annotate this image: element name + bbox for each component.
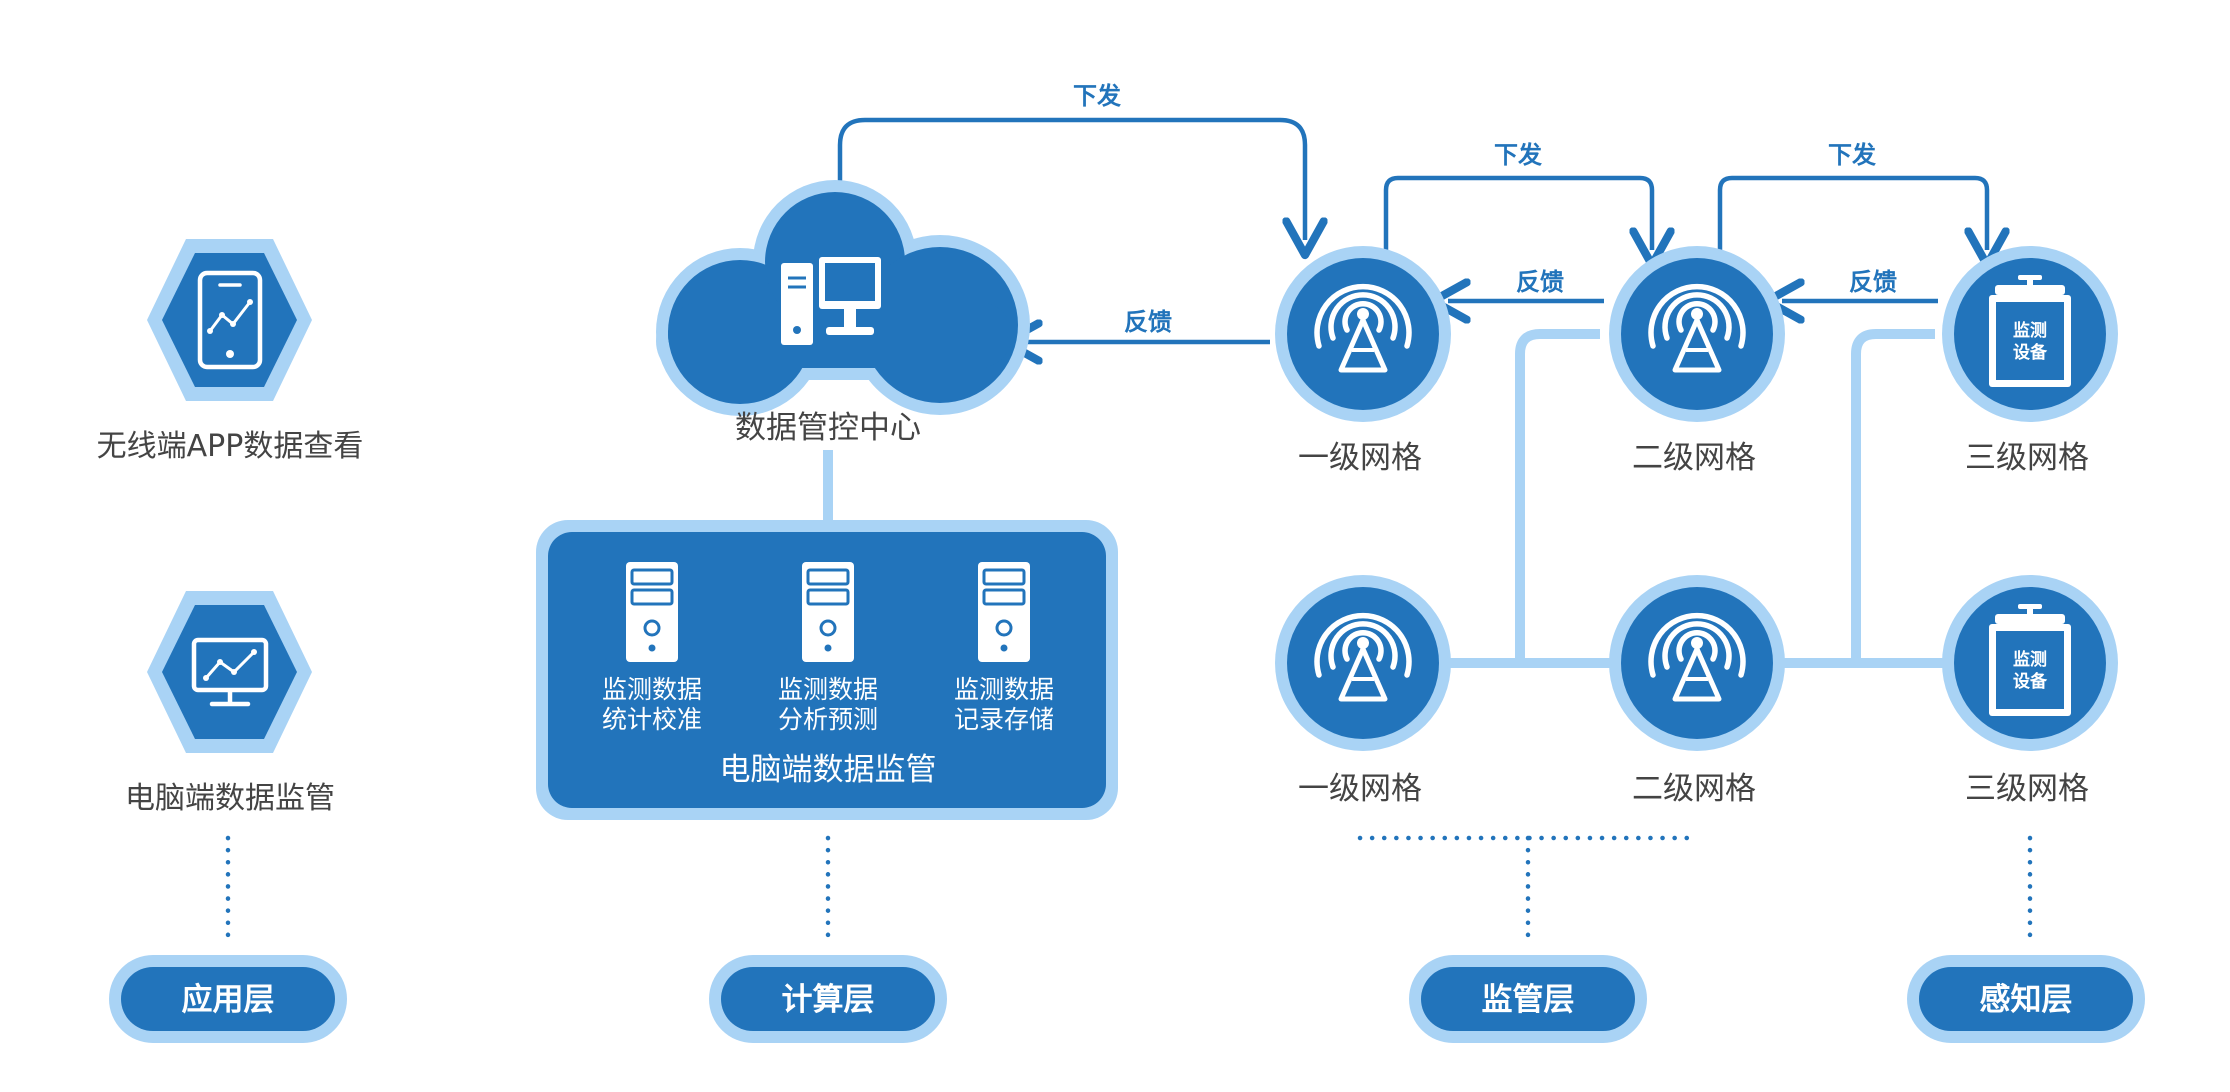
layer-label-supervision: 监管层 (1482, 982, 1575, 1018)
pc-monitoring-box (536, 520, 1118, 820)
server-icon (976, 560, 1032, 664)
dotted-connectors (225, 835, 2033, 947)
monitoring-device-icon (1989, 604, 2071, 716)
app-label-mobile: 无线端APP数据查看 (97, 429, 364, 464)
arrow-label-down-3: 下发 (1828, 141, 1876, 169)
grid-node-level3 (1942, 575, 2118, 751)
cloud (656, 180, 1030, 416)
device-label-line1: 监测 (2013, 320, 2047, 341)
grid-label-level3: 三级网格 (1965, 440, 2089, 476)
server-label-line1: 监测数据 (778, 675, 878, 704)
arrow-label-down-1: 下发 (1073, 82, 1121, 110)
pc-box-title: 电脑端数据监管 (720, 752, 937, 788)
grid-node-level3 (1942, 246, 2118, 422)
server-icon (624, 560, 680, 664)
device-label-line2: 设备 (2013, 671, 2048, 692)
layer-pill-application (109, 955, 347, 1043)
arrow-label-feedback-3: 反馈 (1849, 268, 1897, 296)
grid-label-level2: 二级网格 (1632, 771, 1756, 807)
layer-pill-compute (709, 955, 947, 1043)
desktop-computer-icon (781, 257, 881, 345)
grid-label-level2: 二级网格 (1632, 440, 1756, 476)
server-label-line1: 监测数据 (954, 675, 1054, 704)
server-icon (800, 560, 856, 664)
monitoring-device-icon (1989, 275, 2071, 387)
arrow-down-1 (837, 117, 1305, 240)
grid-node-level1 (1275, 246, 1451, 422)
arrow-down-3 (1717, 175, 1987, 252)
grid-node-level2 (1609, 575, 1785, 751)
server-label-line2: 统计校准 (602, 705, 702, 734)
app-label-pc: 电脑端数据监管 (125, 781, 335, 816)
server-label-line2: 记录存储 (954, 705, 1054, 734)
layer-pill-perception (1907, 955, 2145, 1043)
smartphone-chart-icon (197, 270, 263, 370)
grid-label-level3: 三级网格 (1965, 771, 2089, 807)
grid-label-level1: 一级网格 (1298, 771, 1422, 807)
grid-node-level1 (1275, 575, 1451, 751)
cloud-label: 数据管控中心 (735, 410, 921, 446)
layer-pill-supervision (1409, 955, 1647, 1043)
app-item-pc (147, 591, 312, 753)
arrows (837, 117, 1987, 342)
grid-label-level1: 一级网格 (1298, 440, 1422, 476)
layer-label-compute: 计算层 (782, 982, 875, 1018)
arrow-label-down-2: 下发 (1494, 141, 1542, 169)
device-label-line1: 监测 (2013, 649, 2047, 670)
arrow-label-feedback-1: 反馈 (1124, 308, 1172, 336)
server-label-line2: 分析预测 (778, 705, 878, 734)
layer-label-perception: 感知层 (1980, 982, 2073, 1018)
server-label-line1: 监测数据 (602, 675, 702, 704)
arrow-down-2 (1383, 175, 1652, 252)
monitor-chart-icon (191, 637, 269, 707)
grid-node-level2 (1609, 246, 1785, 422)
arrow-label-feedback-2: 反馈 (1516, 268, 1564, 296)
device-label-line2: 设备 (2013, 342, 2048, 363)
app-item-mobile (147, 239, 312, 401)
layer-label-application: 应用层 (182, 982, 275, 1018)
